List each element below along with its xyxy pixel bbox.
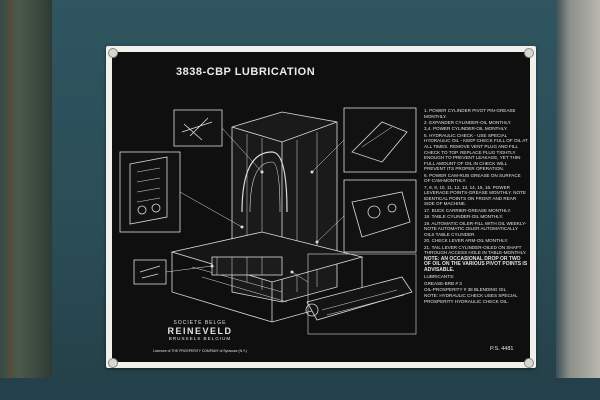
rivet-bottom-left xyxy=(108,358,118,368)
rivet-top-left xyxy=(108,48,118,58)
note-advisable: NOTE: AN OCCASIONAL DROP OR TWO OF OIL O… xyxy=(424,255,528,273)
note-item: 6. POWER CAM-RUB GREASE ON SURFACE OF CA… xyxy=(424,172,521,184)
note-item: 2. EXPANDER CYLINDER-OIL MONTHLY. xyxy=(424,119,512,125)
note-item: 5. HYDRAULIC CHECK - USE SPECIAL HYDRAUL… xyxy=(424,132,528,172)
maker-name: REINEVELD xyxy=(167,326,233,336)
ps-number: P.S. 4481 xyxy=(490,346,514,352)
note-item: 19. AUTOMATIC OILER-FILL WITH OIL WEEKLY… xyxy=(424,220,527,237)
manufacturer-block: SOCIETE BELGE REINEVELD BRUSSELS BELGIUM… xyxy=(140,320,260,353)
note-item: 7, 8, 9, 10, 11, 12, 13, 14, 15, 16. POW… xyxy=(424,184,526,207)
maker-location: BRUSSELS BELGIUM xyxy=(168,336,232,341)
machine-diagram xyxy=(119,107,417,335)
note-item: 17. BUCK CARRIER-GREASE MONTHLY. xyxy=(424,207,512,213)
note-item: 1. POWER CYLINDER PIVOT PIN-GREASE MONTH… xyxy=(424,108,516,119)
rivet-bottom-right xyxy=(524,358,534,368)
lubricant-item: NOTE: HYDRAULIC CHECK USES SPECIAL PROSP… xyxy=(424,293,518,304)
rusty-post xyxy=(0,0,52,400)
lubricant-item: OIL-PROSPERITY # 38 BLENDING OIL xyxy=(424,286,507,292)
note-item: 21. TAIL LEVER CYLINDER-OILED ON SHAFT T… xyxy=(424,244,527,256)
maker-licensee: Licensee of THE PROSPERITY COMPANY of Sy… xyxy=(153,349,247,353)
plate-title: 3838-CBP LUBRICATION xyxy=(176,66,316,78)
maker-line-1: SOCIETE BELGE xyxy=(173,320,227,326)
cabinet-frame xyxy=(0,378,600,400)
lubricant-item: GREASE-BRB # 3 xyxy=(424,280,462,286)
concrete-wall xyxy=(556,0,600,400)
lubricants-heading: LUBRICANTS: xyxy=(424,274,455,280)
rivet-top-right xyxy=(524,48,534,58)
note-item: 20. CHECK LEVER ARM-OIL MONTHLY. xyxy=(424,238,509,244)
lubrication-notes: 1. POWER CYLINDER PIVOT PIN-GREASE MONTH… xyxy=(424,108,528,305)
note-item: 3,4. POWER CYLINDER-OIL MONTHLY. xyxy=(424,126,508,132)
note-item: 18. TABLE CYLINDER-OIL MONTHLY. xyxy=(424,214,504,220)
